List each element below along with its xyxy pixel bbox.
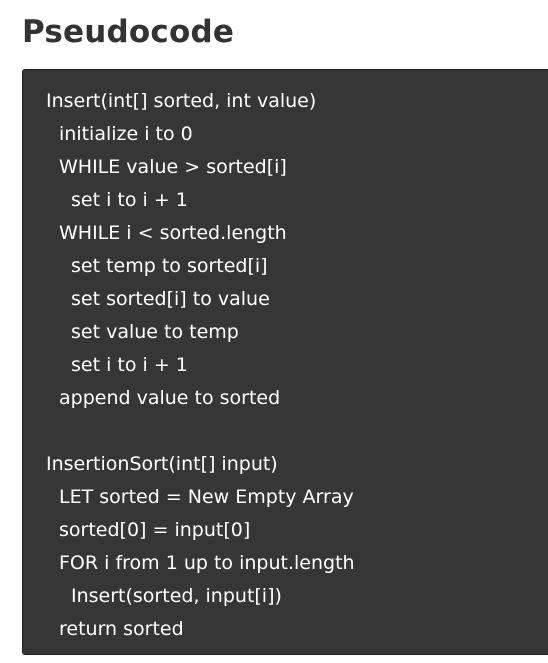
code-line: set i to i + 1: [71, 189, 188, 211]
code-line: WHILE value > sorted[i]: [59, 156, 287, 178]
code-line: return sorted: [59, 618, 184, 640]
pseudocode-block: Insert(int[] sorted, int value) initiali…: [22, 69, 548, 655]
code-line: LET sorted = New Empty Array: [59, 486, 354, 508]
code-line: Insert(int[] sorted, int value): [46, 90, 317, 112]
code-line: append value to sorted: [59, 387, 281, 409]
code-line: FOR i from 1 up to input.length: [59, 552, 355, 574]
code-line-blank: [46, 415, 548, 448]
code-line: set value to temp: [71, 321, 239, 343]
code-line: set sorted[i] to value: [71, 288, 270, 310]
code-line: InsertionSort(int[] input): [46, 453, 278, 475]
code-line: set temp to sorted[i]: [71, 255, 268, 277]
code-line: WHILE i < sorted.length: [59, 222, 287, 244]
page-title: Pseudocode: [22, 14, 235, 50]
code-line: Insert(sorted, input[i]): [71, 585, 282, 607]
code-line: sorted[0] = input[0]: [59, 519, 251, 541]
code-line: initialize i to 0: [59, 123, 193, 145]
code-line: set i to i + 1: [71, 354, 188, 376]
